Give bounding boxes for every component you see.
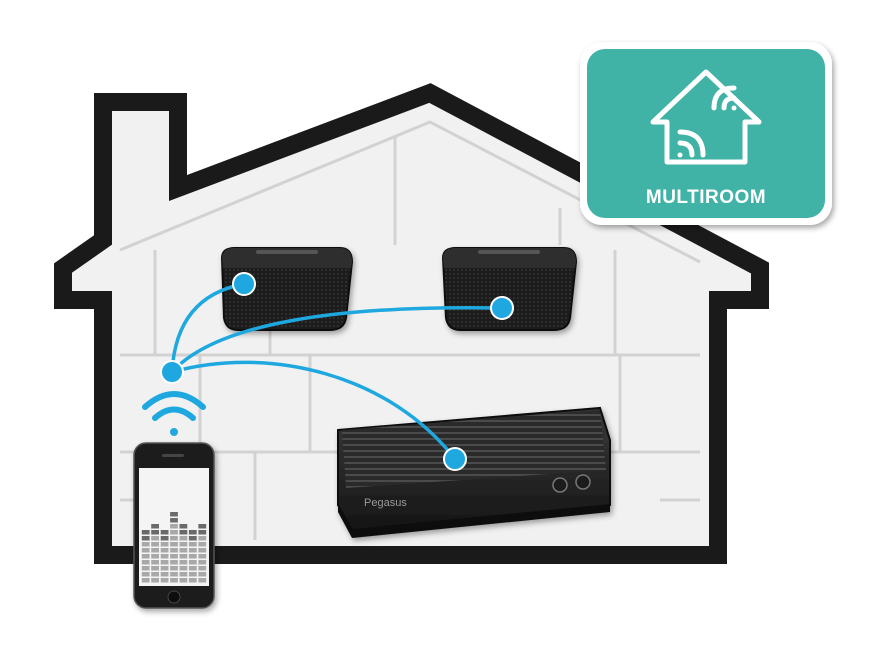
equalizer-segment [198,566,207,571]
equalizer-segment [170,578,178,583]
equalizer-segment [151,548,159,553]
equalizer-segment [179,524,188,529]
badge-label: MULTIROOM [646,187,766,208]
node-hub [160,360,184,384]
equalizer-segment [198,572,207,577]
equalizer-segment [160,560,169,565]
equalizer-segment [141,572,150,577]
equalizer-segment [188,542,197,547]
equalizer-segment [151,524,159,529]
equalizer-segment [188,536,197,541]
wifi-icon [142,391,206,436]
equalizer-segment [179,548,188,553]
equalizer-segment [188,560,197,565]
equalizer-segment [179,554,188,559]
equalizer-segment [170,548,178,553]
speaker-left [220,247,354,331]
equalizer-segment [160,530,169,535]
equalizer-segment [141,554,150,559]
equalizer-segment [198,578,207,583]
equalizer-segment [179,530,188,535]
equalizer-segment [141,536,150,541]
node-speaker-right [490,296,514,320]
equalizer-segment [170,524,178,529]
equalizer-segment [179,560,188,565]
equalizer-segment [179,578,188,583]
smartphone [133,442,215,609]
speaker-right [441,247,578,331]
equalizer-segment [198,536,207,541]
smart-home-wifi-icon [650,69,762,165]
node-speaker-left [232,272,256,296]
equalizer-segment [188,572,197,577]
equalizer-segment [141,530,150,535]
equalizer-segment [198,524,207,529]
connection-nodes [160,272,514,471]
amplifier-knob-right [575,474,591,490]
equalizer-segment [170,560,178,565]
badge-background [587,49,825,218]
equalizer-segment [179,536,188,541]
equalizer-segment [170,566,178,571]
equalizer-bars [141,512,207,583]
equalizer-segment [141,578,150,583]
equalizer-segment [151,554,159,559]
equalizer-segment [141,548,150,553]
equalizer-segment [151,578,159,583]
connections [170,282,502,461]
equalizer-segment [151,530,159,535]
equalizer-segment [160,572,169,577]
equalizer-segment [160,578,169,583]
equalizer-segment [188,530,197,535]
equalizer-segment [151,560,159,565]
equalizer-segment [170,554,178,559]
equalizer-segment [141,566,150,571]
connection-amplifier [170,360,457,461]
equalizer-segment [198,530,207,535]
equalizer-segment [160,554,169,559]
node-amplifier [443,447,467,471]
equalizer-segment [170,530,178,535]
equalizer-segment [179,572,188,577]
equalizer-segment [188,578,197,583]
equalizer-segment [170,572,178,577]
equalizer-segment [151,536,159,541]
equalizer-segment [188,566,197,571]
equalizer-segment [170,518,178,523]
equalizer-segment [160,542,169,547]
equalizer-segment [198,542,207,547]
multiroom-badge: MULTIROOM [580,42,832,225]
equalizer-segment [198,560,207,565]
amplifier: Pegasus [337,406,611,538]
equalizer-segment [170,536,178,541]
equalizer-segment [179,542,188,547]
equalizer-segment [170,512,178,517]
equalizer-segment [160,536,169,541]
equalizer-segment [198,554,207,559]
equalizer-segment [160,548,169,553]
equalizer-segment [151,566,159,571]
amplifier-knob-left [552,477,568,493]
connection-speaker-right [170,305,502,374]
equalizer-segment [170,542,178,547]
equalizer-segment [151,542,159,547]
connection-speaker-left [170,282,246,374]
equalizer-segment [141,560,150,565]
equalizer-segment [151,572,159,577]
equalizer-segment [179,566,188,571]
equalizer-segment [198,548,207,553]
amplifier-brand: Pegasus [364,497,407,509]
equalizer-segment [160,566,169,571]
equalizer-segment [188,554,197,559]
equalizer-segment [188,548,197,553]
equalizer-segment [141,542,150,547]
